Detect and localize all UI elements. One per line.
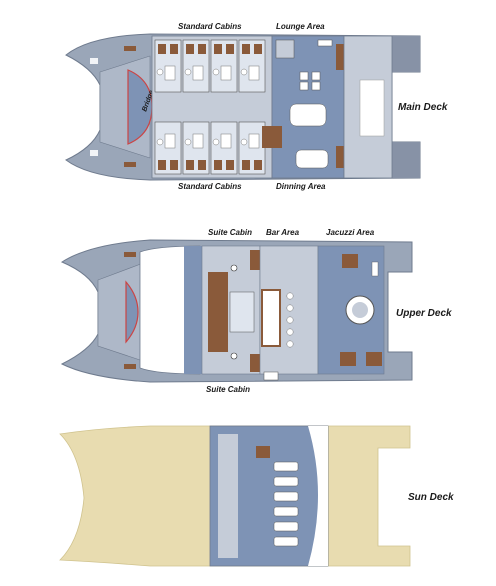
aft-step-bottom [392, 142, 420, 178]
upper-bow-stairs [124, 252, 136, 257]
jacuzzi-lounger [340, 352, 356, 366]
bow-stairs [124, 46, 136, 51]
main-deck-plan: Bridge [65, 22, 448, 191]
suite-bath [229, 291, 255, 333]
jacuzzi-tub [352, 302, 368, 318]
jacuzzi-seat [371, 261, 379, 277]
sun-loungers [273, 461, 299, 547]
upper-deck-title: Upper Deck [396, 308, 452, 319]
dining-area-label: Dinning Area [276, 182, 326, 191]
upper-forward-window [125, 280, 139, 344]
sun-deck-plan: Sun Deck [59, 425, 454, 567]
lounge-furniture [289, 39, 333, 169]
sun-deck-walkway [218, 434, 238, 558]
jacuzzi-lounger [342, 254, 358, 268]
suite-bed-bottom [208, 312, 228, 352]
upper-deck-plan: Suite Cabin Bar Area Jacuzzi Area Suite … [60, 228, 452, 394]
cabin-row-top [154, 39, 266, 93]
bar-stools [286, 292, 294, 348]
suite-toilet [230, 352, 238, 360]
aft-step-top [392, 36, 420, 72]
sun-deck-title: Sun Deck [408, 492, 454, 503]
suite-cabin-top-label: Suite Cabin [208, 228, 252, 237]
jacuzzi-lounger [366, 352, 382, 366]
jacuzzi-area-label: Jacuzzi Area [326, 228, 375, 237]
cabin-row-bottom [154, 121, 266, 175]
aft-swim-platform [359, 79, 385, 137]
suite-cabin-bottom-label: Suite Cabin [206, 385, 250, 394]
standard-cabins-top-label: Standard Cabins [178, 22, 242, 31]
upper-bow-stairs [124, 364, 136, 369]
sun-deck-stairs [256, 446, 270, 458]
bar-entry [263, 371, 279, 381]
cabin-bathrooms [156, 65, 260, 149]
upper-bow-area [97, 261, 147, 363]
bow-hatch [90, 150, 98, 156]
main-deck-title: Main Deck [398, 102, 448, 113]
standard-cabins-bottom-label: Standard Cabins [178, 182, 242, 191]
suite-bed-top [208, 272, 228, 312]
suite-corridor [184, 246, 202, 374]
bar-area-label: Bar Area [266, 228, 300, 237]
dining-stairs [262, 126, 282, 148]
lounge-stairs [275, 39, 295, 59]
suite-toilet [230, 264, 238, 272]
sun-deck-aft-edge [308, 426, 328, 566]
bow-hatch [90, 58, 98, 64]
bar-counter [261, 289, 281, 347]
bow-stairs [124, 162, 136, 167]
lounge-area-label: Lounge Area [276, 22, 325, 31]
